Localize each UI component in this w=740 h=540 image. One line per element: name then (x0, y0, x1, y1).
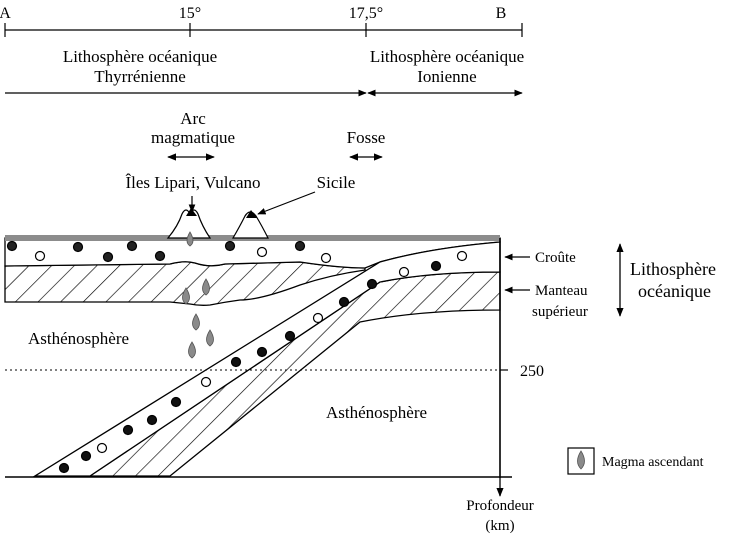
scale-label-b: B (496, 5, 507, 22)
scale-label-17-5: 17,5° (349, 5, 383, 22)
volcano-cap-sicily (246, 210, 257, 218)
lithosphere-label-line2: océanique (638, 281, 711, 301)
trench-label: Fosse (347, 128, 386, 147)
crust-label: Croûte (535, 250, 576, 266)
legend-magma-label: Magma ascendant (602, 455, 704, 470)
sicily-label: Sicile (317, 173, 356, 192)
volcano-cap-lipari (186, 208, 197, 216)
arc-label-line1: Arc (180, 109, 206, 128)
depth-label-line1: Profondeur (466, 498, 534, 514)
tyrrhenian-label-line2: Thyrrénienne (94, 67, 186, 86)
arc-label-line2: magmatique (151, 128, 235, 147)
depth-label-line2: (km) (485, 518, 514, 534)
subducting-crust-dots (58, 250, 468, 474)
depth-250-label: 250 (520, 363, 544, 380)
asthenosphere-label-left: Asthénosphère (28, 329, 129, 348)
ionian-label-line2: Ionienne (417, 67, 476, 86)
mantle-label-line1: Manteau (535, 283, 588, 299)
mantle-label-line2: supérieur (532, 304, 588, 320)
sicily-pointer-arrow (257, 191, 316, 215)
overriding-crust-dots (6, 240, 332, 264)
islands-label: Îles Lipari, Vulcano (125, 173, 260, 192)
ascending-magma-droplets (182, 231, 214, 359)
tyrrhenian-label-line1: Lithosphère océanique (63, 47, 217, 66)
scale-label-a: A (0, 5, 11, 22)
asthenosphere-label-right: Asthénosphère (326, 403, 427, 422)
lithosphere-label-line1: Lithosphère (630, 259, 716, 279)
legend-magma-droplet-icon (577, 450, 585, 470)
scale-label-15: 15° (179, 5, 201, 22)
ionian-label-line1: Lithosphère océanique (370, 47, 524, 66)
